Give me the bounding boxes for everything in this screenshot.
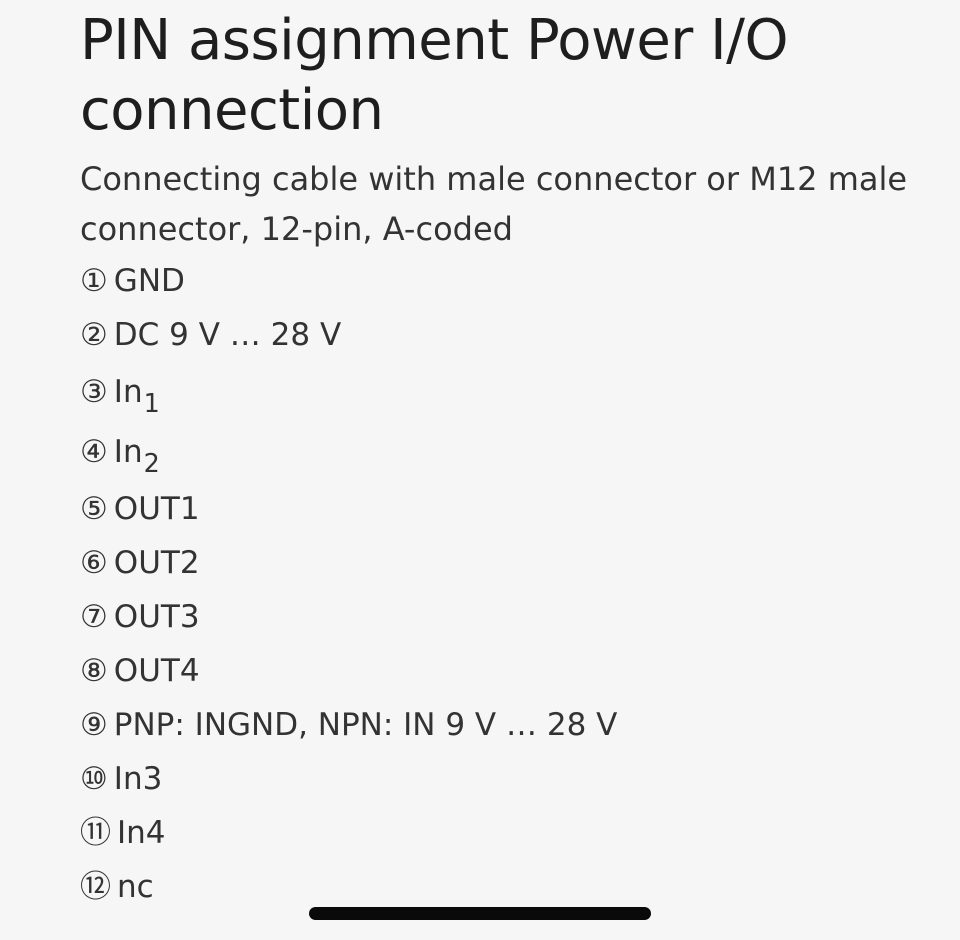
home-indicator[interactable]	[309, 907, 651, 920]
pin-label: OUT4	[113, 653, 200, 689]
pin-label: OUT3	[113, 599, 200, 635]
pin-number: ⑤	[80, 491, 108, 527]
pin-label: In	[113, 374, 143, 410]
pin-number: ⑫	[80, 869, 111, 905]
pin-subscript: 1	[143, 387, 160, 418]
pin-label: DC 9 V … 28 V	[113, 317, 342, 353]
pin-number: ⑨	[80, 707, 108, 743]
pin-label: nc	[117, 869, 154, 905]
pin-label: In3	[113, 761, 163, 797]
document-content: PIN assignment Power I/O connection Conn…	[80, 0, 940, 914]
pin-number: ③	[80, 374, 108, 410]
pin-label: OUT2	[113, 545, 200, 581]
pin-subscript: 2	[143, 447, 160, 478]
pin-number: ⑦	[80, 599, 108, 635]
pin-number: ②	[80, 317, 108, 353]
pin-label: In	[113, 434, 143, 470]
pin-label: PNP: INGND, NPN: IN 9 V … 28 V	[113, 707, 618, 743]
pin-label: OUT1	[113, 491, 200, 527]
pin-number: ①	[80, 263, 108, 299]
page-title: PIN assignment Power I/O connection	[80, 8, 789, 143]
pin-number: ⑧	[80, 653, 108, 689]
pin-label: In4	[117, 815, 166, 851]
pin-number: ⑪	[80, 815, 111, 851]
pin-label: GND	[113, 263, 185, 299]
page-subtitle: Connecting cable with male connector or …	[80, 160, 908, 248]
pin-number: ⑥	[80, 545, 108, 581]
pin-number: ④	[80, 434, 108, 470]
pin-number: ⑩	[80, 761, 108, 797]
